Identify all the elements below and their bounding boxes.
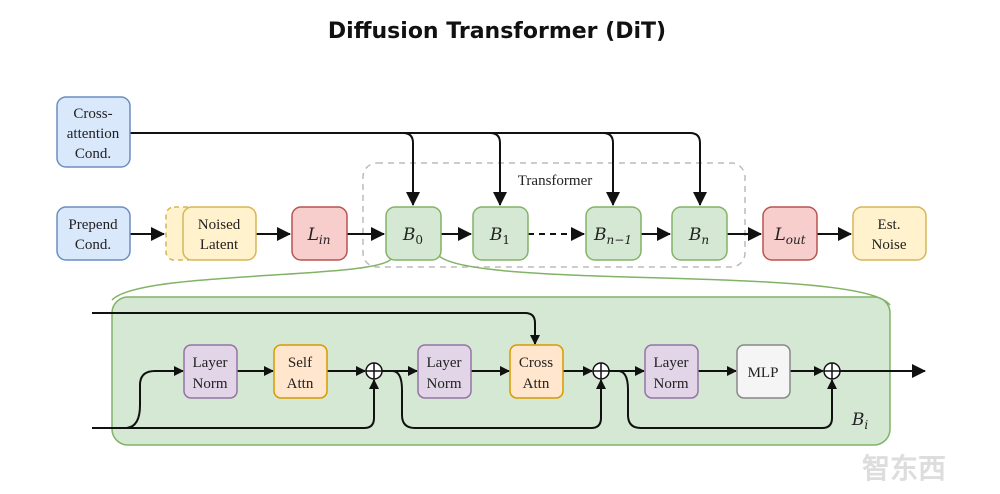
cross-attn-text-1: Cross <box>519 355 553 371</box>
b0-label: B0 <box>402 225 423 247</box>
cross-attn-text-2: Attn <box>523 376 550 392</box>
layer-norm-1-box <box>183 344 238 399</box>
cross-arrow-b0 <box>130 132 420 206</box>
transformer-label: Transformer <box>518 173 592 189</box>
mlp-text: MLP <box>748 365 779 381</box>
ln3-text-2: Norm <box>654 376 689 392</box>
noised-latent-box <box>182 206 257 261</box>
mlp-box <box>736 344 791 399</box>
cross-arrow-bn1 <box>490 132 620 206</box>
bn-label: Bn <box>688 225 709 247</box>
b0-box <box>385 206 442 261</box>
ln2-text-1: Layer <box>427 355 462 371</box>
noised-text-2: Latent <box>200 237 239 253</box>
cross-attn-box <box>509 344 564 399</box>
b1-label: B1 <box>489 225 510 247</box>
diagram-title: Diffusion Transformer (DiT) <box>328 19 666 44</box>
expand-curve-right <box>437 254 891 306</box>
add-icon <box>823 362 841 380</box>
bn-box <box>671 206 728 261</box>
b1-box <box>472 206 529 261</box>
block-wiring <box>92 312 926 429</box>
layer-norm-3-box <box>644 344 699 399</box>
prepend-cond-box <box>56 206 131 261</box>
l-out-label: Lout <box>773 225 805 247</box>
ln1-text-1: Layer <box>193 355 228 371</box>
add-icon <box>365 362 383 380</box>
prepend-text-1: Prepend <box>68 217 118 233</box>
block-label: Bi <box>851 410 869 432</box>
self-attn-box <box>273 344 328 399</box>
bn-minus-1-box <box>585 206 642 261</box>
cross-cond-text-2: attention <box>67 126 120 142</box>
ln2-text-2: Norm <box>427 376 462 392</box>
cross-attention-cond-box <box>56 96 131 168</box>
l-in-label: Lin <box>307 225 331 247</box>
prepend-text-2: Cond. <box>75 237 111 253</box>
bn-minus-1-label: Bn−1 <box>593 225 632 247</box>
cross-cond-text-3: Cond. <box>75 146 111 162</box>
est-noise-text-1: Est. <box>878 217 901 233</box>
self-attn-text-1: Self <box>288 355 312 371</box>
ln3-text-1: Layer <box>654 355 689 371</box>
cross-cond-text-1: Cross- <box>73 106 112 122</box>
noised-text-1: Noised <box>198 217 241 233</box>
l-out-box <box>762 206 818 261</box>
expand-curve-left <box>111 257 393 301</box>
l-in-box <box>291 206 348 261</box>
cross-arrow-bn <box>600 132 707 206</box>
watermark-logo: 智东西 <box>862 452 946 485</box>
self-attn-text-2: Attn <box>287 376 314 392</box>
transformer-group <box>362 162 746 268</box>
layer-norm-2-box <box>417 344 472 399</box>
est-noise-text-2: Noise <box>872 237 907 253</box>
est-noise-box <box>852 206 927 261</box>
add-icon <box>592 362 610 380</box>
ln1-text-2: Norm <box>193 376 228 392</box>
cross-arrow-b1 <box>400 132 507 206</box>
